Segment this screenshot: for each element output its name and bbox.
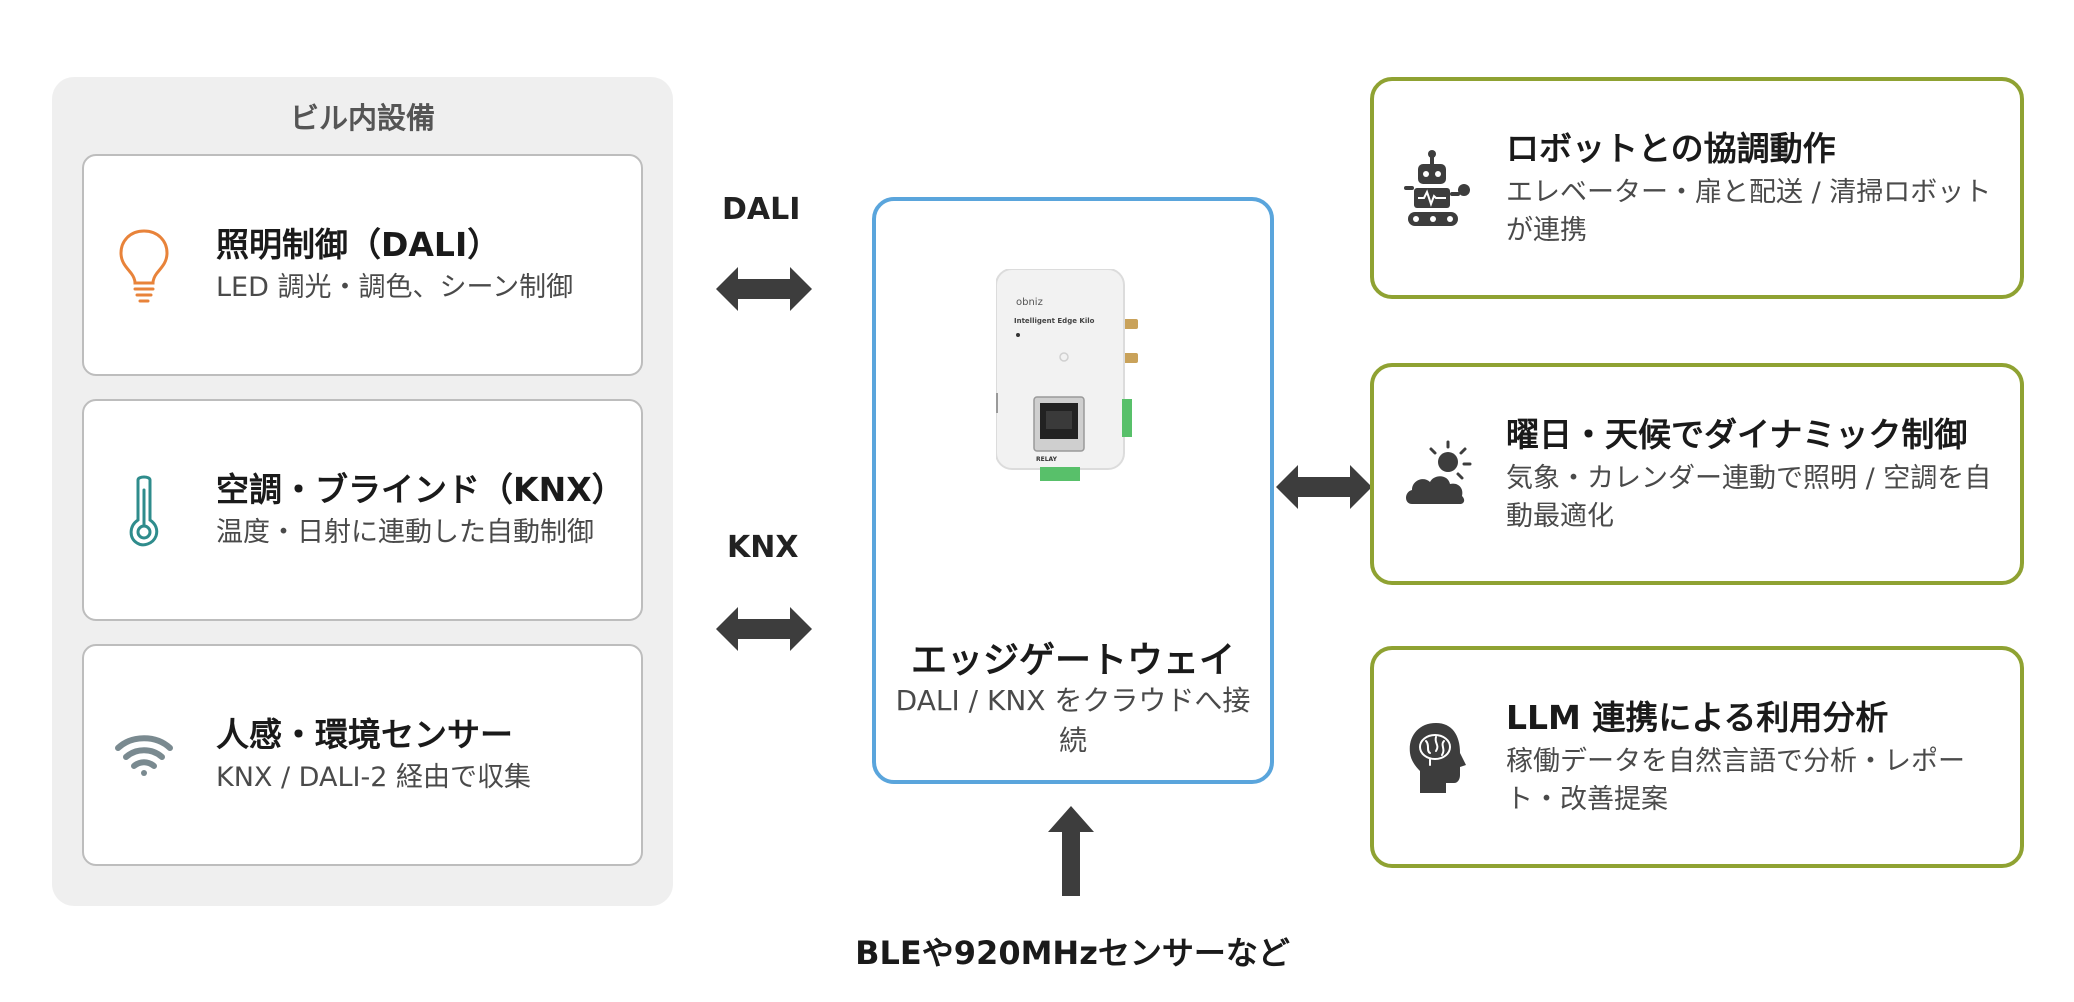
edge-gateway-box: obniz Intelligent Edge Kilo RELAY エッジゲート…: [872, 197, 1274, 784]
card-subtitle: 温度・日射に連動した自動制御: [216, 517, 594, 548]
lightbulb-icon: [112, 225, 176, 305]
feature-title: ロボットとの協調動作: [1506, 129, 1836, 168]
gateway-subtitle: DALI / KNX をクラウドへ接続: [895, 684, 1251, 757]
panel-title: ビル内設備: [289, 101, 435, 135]
dali-label: DALI: [722, 192, 801, 227]
card-occupancy-sensors: 人感・環境センサー KNX / DALI-2 経由で収集: [82, 644, 643, 866]
feature-dynamic-control: 曜日・天候でダイナミック制御 気象・カレンダー連動で照明 / 空調を自動最適化: [1370, 363, 2024, 585]
dali-bidirectional-arrow: [716, 267, 812, 311]
gateway-title: エッジゲートウェイ: [910, 640, 1235, 681]
brain-head-icon: [1402, 717, 1476, 797]
sensor-up-arrow: [1048, 806, 1094, 896]
card-subtitle: KNX / DALI-2 経由で収集: [216, 762, 531, 793]
knx-bidirectional-arrow: [716, 607, 812, 651]
feature-title: LLM 連携による利用分析: [1506, 698, 1889, 737]
weather-icon: [1402, 434, 1476, 514]
card-lighting-control: 照明制御（DALI） LED 調光・調色、シーン制御: [82, 154, 643, 376]
feature-llm-analysis: LLM 連携による利用分析 稼働データを自然言語で分析・レポート・改善提案: [1370, 646, 2024, 868]
gateway-device-image: obniz Intelligent Edge Kilo RELAY: [996, 269, 1138, 481]
feature-title: 曜日・天候でダイナミック制御: [1506, 415, 1968, 454]
building-equipment-panel: ビル内設備 照明制御（DALI） LED 調光・調色、シーン制御 空調・ブライン…: [52, 77, 673, 906]
thermometer-icon: [112, 470, 176, 550]
feature-subtitle: 稼働データを自然言語で分析・レポート・改善提案: [1506, 746, 1965, 815]
card-subtitle: LED 調光・調色、シーン制御: [216, 272, 574, 303]
sensor-sources-label: BLEや920MHzセンサーなど: [855, 934, 1290, 972]
knx-label: KNX: [727, 530, 799, 565]
card-title: 空調・ブラインド（KNX）: [216, 470, 625, 509]
cloud-bidirectional-arrow: [1276, 465, 1372, 509]
card-hvac-blinds: 空調・ブラインド（KNX） 温度・日射に連動した自動制御: [82, 399, 643, 621]
robot-icon: [1402, 148, 1476, 228]
card-title: 人感・環境センサー: [216, 715, 513, 754]
feature-subtitle: 気象・カレンダー連動で照明 / 空調を自動最適化: [1506, 463, 1992, 532]
feature-robot-coordination: ロボットとの協調動作 エレベーター・扉と配送 / 清掃ロボットが連携: [1370, 77, 2024, 299]
device-model: Intelligent Edge Kilo: [1014, 317, 1095, 325]
card-title: 照明制御（DALI）: [216, 225, 501, 264]
device-brand: obniz: [1016, 297, 1043, 308]
feature-subtitle: エレベーター・扉と配送 / 清掃ロボットが連携: [1506, 177, 1992, 246]
device-port-label: RELAY: [1036, 456, 1058, 463]
wifi-icon: [112, 715, 176, 795]
